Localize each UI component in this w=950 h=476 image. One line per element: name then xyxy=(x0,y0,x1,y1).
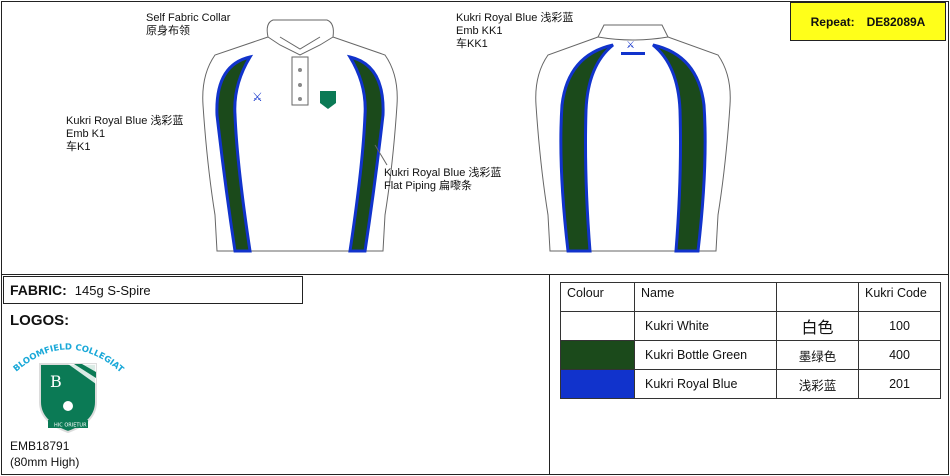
front-collar xyxy=(266,19,334,56)
emb-info: EMB18791 (80mm High) xyxy=(10,438,79,470)
shirt-front-drawing: ⚔ xyxy=(202,19,398,253)
repeat-box: Repeat: DE82089A xyxy=(790,2,946,41)
piping-annotation: Kukri Royal Blue 浅彩蓝 Flat Piping 扁嚟条 xyxy=(384,167,501,193)
collar-annotation: Self Fabric Collar 原身布领 xyxy=(146,12,230,38)
repeat-label: Repeat: xyxy=(810,14,855,29)
colour-chinese: 白色 xyxy=(776,311,859,341)
header-chinese xyxy=(776,282,859,312)
shirt-back-drawing: ⚔ xyxy=(535,24,731,253)
colour-code: 100 xyxy=(858,311,941,341)
colour-code: 201 xyxy=(858,369,941,399)
colour-name: Kukri Royal Blue xyxy=(634,369,777,399)
back-collar xyxy=(597,24,669,41)
back-logo-line1: Kukri Royal Blue 浅彩蓝 xyxy=(456,12,574,24)
table-row: Kukri Bottle Green 墨绿色 400 xyxy=(560,340,941,370)
logos-title: LOGOS: xyxy=(10,312,70,329)
header-code: Kukri Code xyxy=(858,282,941,312)
school-motto: HIC ORIETUR xyxy=(54,423,87,429)
colour-name: Kukri White xyxy=(634,311,777,341)
colour-table: Colour Name Kukri Code Kukri White 白色 10… xyxy=(560,282,941,399)
back-left-green-panel xyxy=(559,43,614,253)
swatch-bottle-green xyxy=(560,340,635,370)
swatch-royal-blue xyxy=(560,369,635,399)
svg-text:⚔: ⚔ xyxy=(252,90,263,104)
collar-annotation-line1: Self Fabric Collar xyxy=(146,12,231,24)
front-left-green-panel xyxy=(215,54,254,253)
colour-name: Kukri Bottle Green xyxy=(634,340,777,370)
back-logo-line3: 车KK1 xyxy=(456,38,488,50)
emb-size: (80mm High) xyxy=(10,455,80,469)
colour-table-header: Colour Name Kukri Code xyxy=(560,282,941,312)
collar-annotation-line2: 原身布领 xyxy=(146,25,190,37)
header-colour: Colour xyxy=(560,282,635,312)
repeat-code: DE82089A xyxy=(866,14,926,29)
back-right-green-panel xyxy=(652,43,707,253)
back-logo-annotation: Kukri Royal Blue 浅彩蓝 Emb KK1 车KK1 xyxy=(456,12,573,51)
svg-text:B: B xyxy=(50,372,62,391)
piping-line2: Flat Piping 扁嚟条 xyxy=(384,180,473,192)
front-logo-line3: 车K1 xyxy=(66,141,91,153)
fabric-label: FABRIC: xyxy=(10,282,67,298)
emb-code: EMB18791 xyxy=(10,439,70,453)
front-right-green-panel xyxy=(346,54,385,253)
piping-line1: Kukri Royal Blue 浅彩蓝 xyxy=(384,167,502,179)
colour-code: 400 xyxy=(858,340,941,370)
front-body xyxy=(202,36,398,252)
school-crest-logo: BLOOMFIELD COLLEGIATE B HIC ORIETUR xyxy=(8,332,125,434)
svg-text:⚔: ⚔ xyxy=(626,40,635,51)
front-logo-line2: Emb K1 xyxy=(66,128,106,140)
colour-chinese: 墨绿色 xyxy=(776,340,859,370)
swatch-white xyxy=(560,311,635,341)
front-logo-line1: Kukri Royal Blue 浅彩蓝 xyxy=(66,115,184,127)
back-logo-line2: Emb KK1 xyxy=(456,25,503,37)
table-row: Kukri Royal Blue 浅彩蓝 201 xyxy=(560,369,941,399)
fabric-box: FABRIC: 145g S-Spire xyxy=(3,276,303,304)
bottom-right-panel xyxy=(549,274,949,475)
front-logo-annotation: Kukri Royal Blue 浅彩蓝 Emb K1 车K1 xyxy=(66,115,183,154)
table-row: Kukri White 白色 100 xyxy=(560,311,941,341)
header-name: Name xyxy=(634,282,777,312)
colour-chinese: 浅彩蓝 xyxy=(776,369,859,399)
fabric-value: 145g S-Spire xyxy=(74,282,151,298)
